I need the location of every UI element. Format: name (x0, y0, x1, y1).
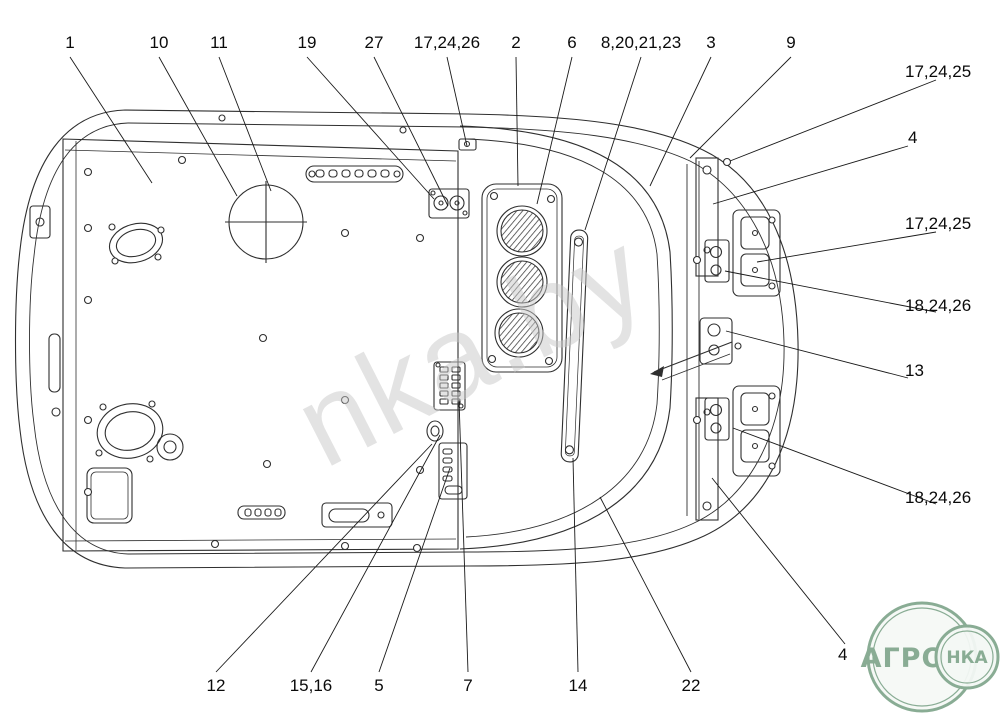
callout-label-4-bottom: 4 (838, 645, 847, 664)
callout-label-10: 10 (150, 33, 169, 52)
left-wall-bracket (29, 205, 61, 417)
callout-label-18-24-26-a: 18,24,26 (905, 296, 971, 315)
windshield-curves (459, 125, 700, 550)
callout-label-22: 22 (682, 676, 701, 695)
callout-label-7: 7 (463, 676, 472, 695)
roof-panel (62, 138, 459, 552)
stamp-word-right: НКА (946, 648, 988, 668)
callout-label-9: 9 (786, 33, 795, 52)
callout-label-5: 5 (374, 676, 383, 695)
speaker-oval (108, 222, 165, 265)
slotted-strip-bottom (237, 505, 286, 520)
callout-label-27: 27 (365, 33, 384, 52)
callout-label-8-20-21-23: 8,20,21,23 (601, 33, 681, 52)
callout-labels: 1 10 11 19 27 17,24,26 2 6 8,20,21,23 3 … (65, 33, 971, 695)
callout-label-4-top: 4 (908, 128, 917, 147)
watermark-text: nka.by (275, 204, 667, 492)
callout-label-2: 2 (511, 33, 520, 52)
hinge-bracket-upper (692, 209, 781, 297)
leader-lines (69, 56, 937, 673)
latch-assembly (650, 317, 742, 381)
roof-vent-panel (481, 183, 563, 373)
callout-label-1: 1 (65, 33, 74, 52)
callout-label-19: 19 (298, 33, 317, 52)
callout-label-17-24-26: 17,24,26 (414, 33, 480, 52)
callout-label-6: 6 (567, 33, 576, 52)
top-edge-bracket (458, 138, 477, 151)
stamp-small-circle (934, 624, 1000, 690)
vent-strip-top (305, 165, 404, 183)
callout-label-12: 12 (207, 676, 226, 695)
stamp-logo: АГРО НКА (861, 601, 1000, 713)
body-outline (14, 109, 799, 569)
callout-label-14: 14 (569, 676, 588, 695)
stamp-small-inner-ring (940, 630, 994, 684)
callout-label-13: 13 (905, 361, 924, 380)
hinge-bracket-lower (692, 385, 781, 477)
screws (83, 114, 425, 553)
callout-label-17-24-25-a: 17,24,25 (905, 62, 971, 81)
callout-label-17-24-25-b: 17,24,25 (905, 214, 971, 233)
seal-strip (560, 229, 589, 463)
callout-label-18-24-26-b: 18,24,26 (905, 488, 971, 507)
stamp-word-left: АГРО (861, 643, 946, 674)
drawing (14, 109, 799, 569)
callout-label-11: 11 (210, 33, 228, 52)
fan-opening-crosshair (225, 181, 307, 263)
callout-label-15-16: 15,16 (290, 676, 333, 695)
right-pillar-plates (695, 157, 732, 521)
callout-label-3: 3 (706, 33, 715, 52)
handle-recess (321, 502, 393, 528)
blower-assembly (86, 400, 184, 524)
relay-block (428, 188, 470, 219)
